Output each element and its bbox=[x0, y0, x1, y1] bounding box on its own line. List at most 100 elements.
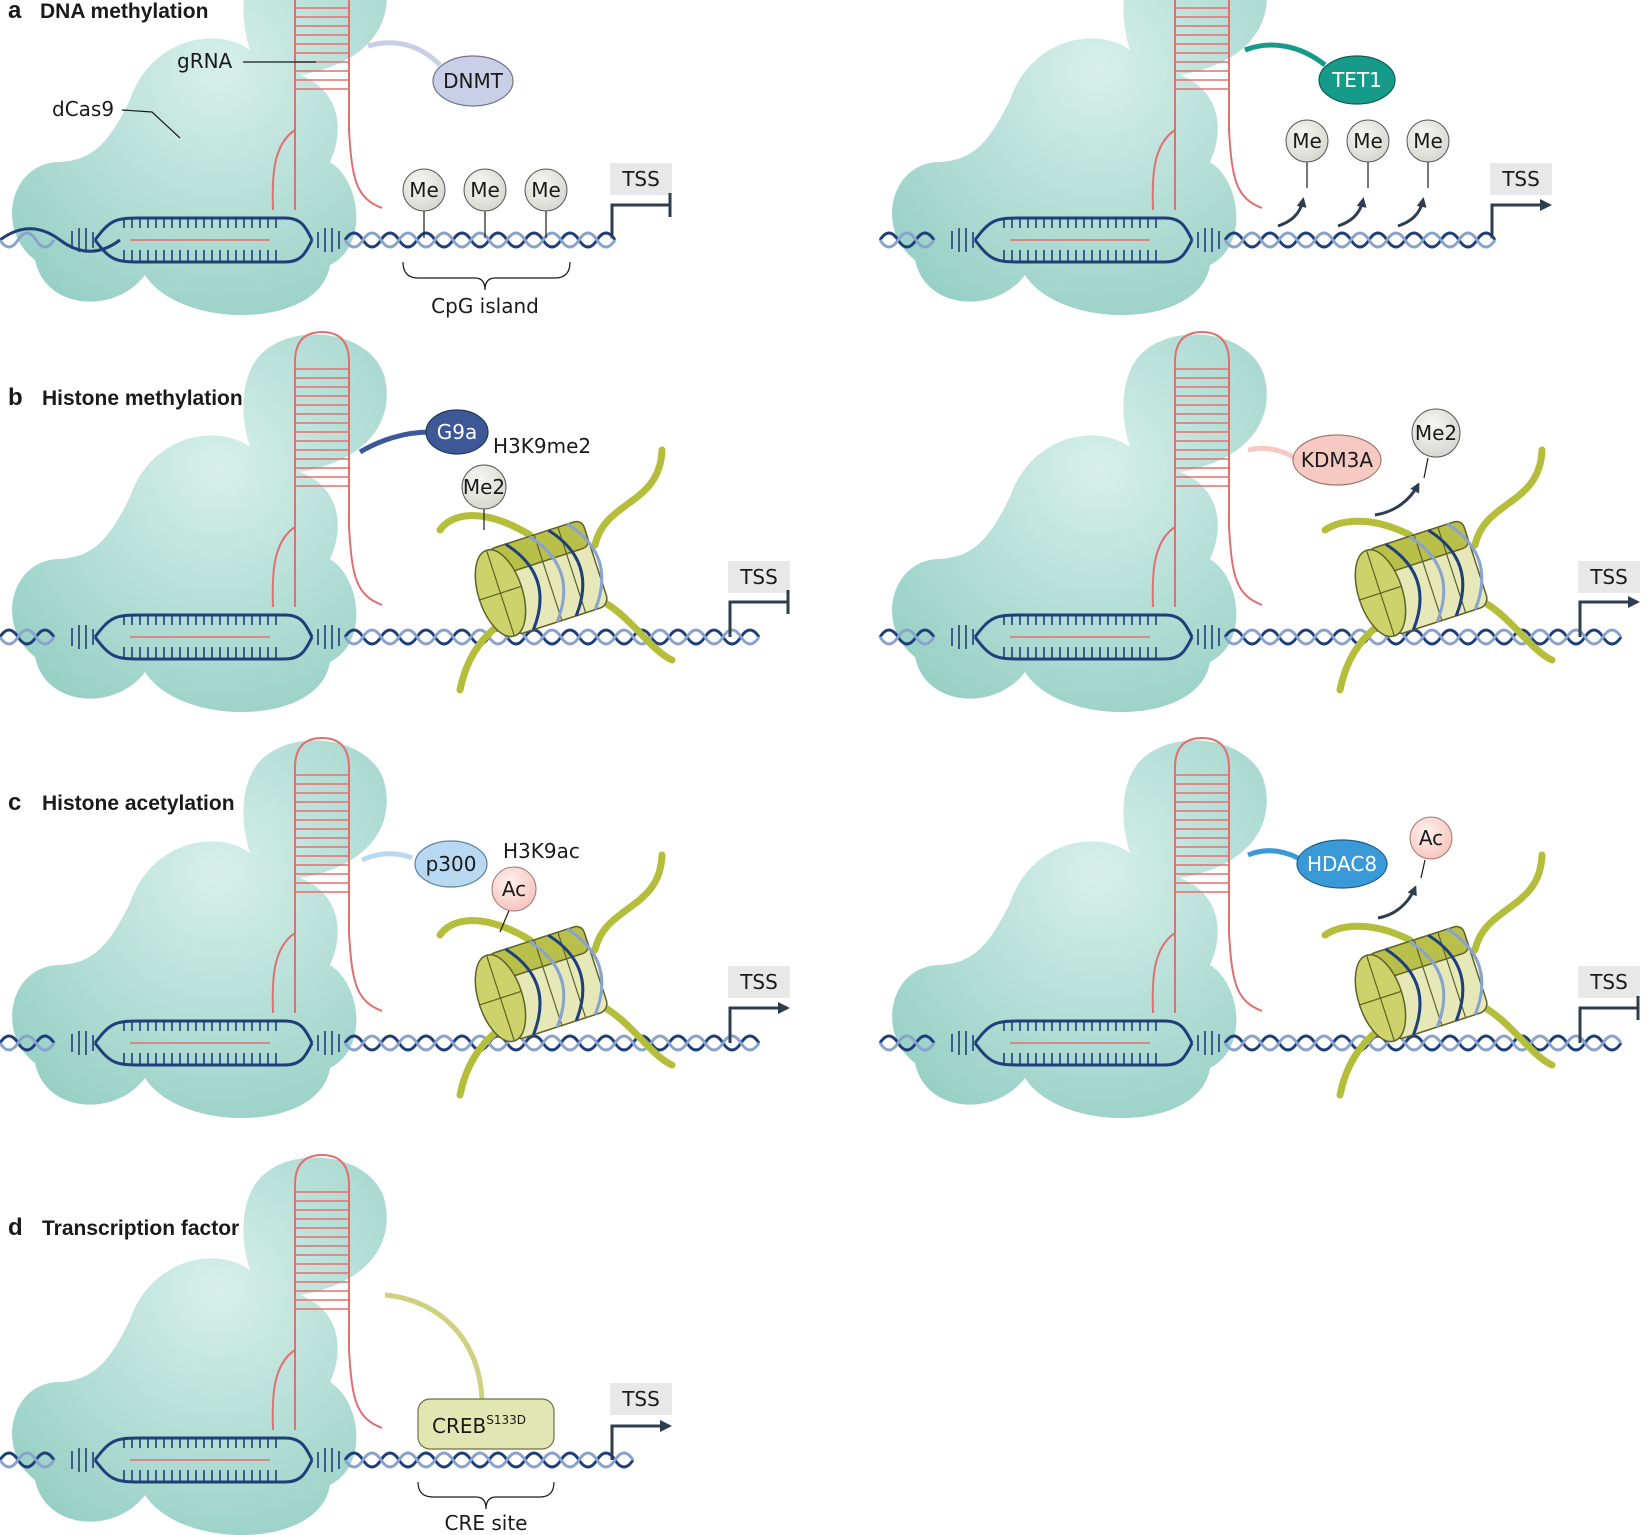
panel-a-letter: a bbox=[8, 0, 22, 24]
dcas9-complex bbox=[892, 740, 1267, 1119]
me-mark: Me bbox=[531, 178, 561, 202]
panel-d-title: Transcription factor bbox=[42, 1217, 239, 1240]
tet1-effector bbox=[1318, 55, 1396, 105]
g9a-label: G9a bbox=[437, 420, 477, 444]
tss-box bbox=[610, 1383, 672, 1415]
panel-c-letter: c bbox=[8, 789, 21, 816]
nucleosome bbox=[464, 516, 615, 645]
ac-mark bbox=[1409, 816, 1453, 860]
dcas9-label: dCas9 bbox=[52, 97, 114, 121]
dna-strand bbox=[878, 231, 936, 249]
tether bbox=[1244, 42, 1327, 67]
hdac8-label: HDAC8 bbox=[1307, 852, 1377, 876]
dna-strand bbox=[878, 1034, 936, 1052]
tss-box bbox=[728, 561, 790, 593]
panel-d: d Transcription factor CREBS133D CRE sit… bbox=[0, 1154, 672, 1535]
me2-label: Me2 bbox=[1415, 421, 1457, 445]
tss-box bbox=[610, 163, 672, 195]
tether bbox=[1247, 445, 1297, 461]
hdac8-effector bbox=[1296, 839, 1388, 889]
dna-strand bbox=[343, 628, 761, 646]
tss-label: TSS bbox=[1589, 970, 1628, 994]
removal-arrow-icon bbox=[1397, 197, 1427, 228]
cpg-island-label: CpG island bbox=[431, 294, 539, 318]
methyl-marks-removed: Me Me Me bbox=[1277, 119, 1450, 228]
me-mark: Me bbox=[1413, 129, 1443, 153]
dna-strand bbox=[1223, 231, 1497, 249]
p300-label: p300 bbox=[426, 852, 477, 876]
p300-effector bbox=[414, 840, 488, 888]
dna-strand bbox=[343, 231, 617, 249]
me-mark: Me bbox=[1292, 129, 1322, 153]
tss-label: TSS bbox=[739, 970, 778, 994]
panel-c-title: Histone acetylation bbox=[42, 792, 235, 815]
dna-strand bbox=[1223, 1034, 1623, 1052]
removal-arrow-icon bbox=[1377, 885, 1417, 920]
nucleosome bbox=[1344, 516, 1495, 645]
removal-arrow-icon bbox=[1374, 482, 1420, 517]
ac-label: Ac bbox=[502, 877, 526, 901]
tss-repressed-icon bbox=[610, 203, 670, 238]
histone-tails bbox=[436, 446, 676, 694]
dcas9-leader bbox=[121, 109, 181, 139]
me-mark: Me bbox=[470, 178, 500, 202]
me2-mark bbox=[1411, 408, 1461, 458]
tether bbox=[360, 851, 413, 863]
me-mark: Me bbox=[409, 178, 439, 202]
dna-strand bbox=[0, 1451, 56, 1469]
dna-strand bbox=[878, 1034, 936, 1052]
panel-d-letter: d bbox=[8, 1214, 23, 1241]
dna-strand bbox=[343, 1034, 761, 1052]
tss-active-arrow-icon bbox=[1578, 596, 1640, 637]
panel-b: b Histone methylation G9a H3K9me2 Me2 TS… bbox=[0, 331, 1640, 713]
dcas9-complex bbox=[12, 1157, 387, 1535]
tether bbox=[367, 40, 442, 67]
removal-arrow-icon bbox=[1277, 197, 1307, 228]
dna-strand bbox=[1223, 628, 1623, 646]
tss-label: TSS bbox=[739, 565, 778, 589]
tether bbox=[1247, 848, 1300, 861]
tss-active-arrow-icon bbox=[610, 1420, 672, 1460]
me-mark: Me bbox=[1353, 129, 1383, 153]
tss-label: TSS bbox=[621, 1387, 660, 1411]
tss-box bbox=[1578, 966, 1640, 998]
kdm3a-effector bbox=[1292, 434, 1382, 486]
dna-strand bbox=[0, 231, 56, 249]
tether bbox=[358, 429, 431, 455]
panel-b-letter: b bbox=[8, 384, 23, 411]
tss-label: TSS bbox=[1501, 167, 1540, 191]
dna-strand bbox=[0, 628, 56, 646]
methyl-marks: Me Me Me bbox=[402, 168, 568, 238]
tss-repressed-icon bbox=[728, 600, 788, 637]
dcas9-complex bbox=[892, 334, 1267, 713]
dcas9-complex bbox=[892, 0, 1267, 316]
tss-box bbox=[1490, 163, 1552, 195]
creb-label: CREBS133D bbox=[432, 1413, 526, 1438]
dna-strand bbox=[1223, 231, 1497, 249]
nucleosome bbox=[1344, 921, 1495, 1050]
h3k9ac-label: H3K9ac bbox=[503, 839, 580, 863]
cpg-bracket bbox=[402, 261, 571, 291]
tss-box bbox=[728, 966, 790, 998]
tss-active-arrow-icon bbox=[1490, 199, 1552, 238]
panel-c: c Histone acetylation p300 H3K9ac Ac TSS bbox=[0, 737, 1640, 1119]
tss-label: TSS bbox=[1589, 565, 1628, 589]
tet1-label: TET1 bbox=[1331, 68, 1382, 92]
dna-strand bbox=[878, 628, 936, 646]
tss-label: TSS bbox=[621, 167, 660, 191]
h3k9me2-label: H3K9me2 bbox=[493, 434, 591, 458]
dna-strand bbox=[878, 628, 936, 646]
dna-strand bbox=[0, 1034, 56, 1052]
creb-effector bbox=[417, 1398, 555, 1450]
me2-label: Me2 bbox=[463, 475, 505, 499]
dna-strand bbox=[343, 1451, 635, 1469]
dna-strand bbox=[343, 628, 761, 646]
panel-b-title: Histone methylation bbox=[42, 387, 243, 410]
dna-strand bbox=[0, 628, 56, 646]
removal-arrow-icon bbox=[1337, 197, 1367, 228]
dna-strand bbox=[0, 1034, 56, 1052]
panel-a-title: DNA methylation bbox=[40, 0, 208, 23]
dna-strand bbox=[343, 231, 617, 249]
dna-strand bbox=[0, 1451, 56, 1469]
me2-mark bbox=[461, 464, 507, 510]
